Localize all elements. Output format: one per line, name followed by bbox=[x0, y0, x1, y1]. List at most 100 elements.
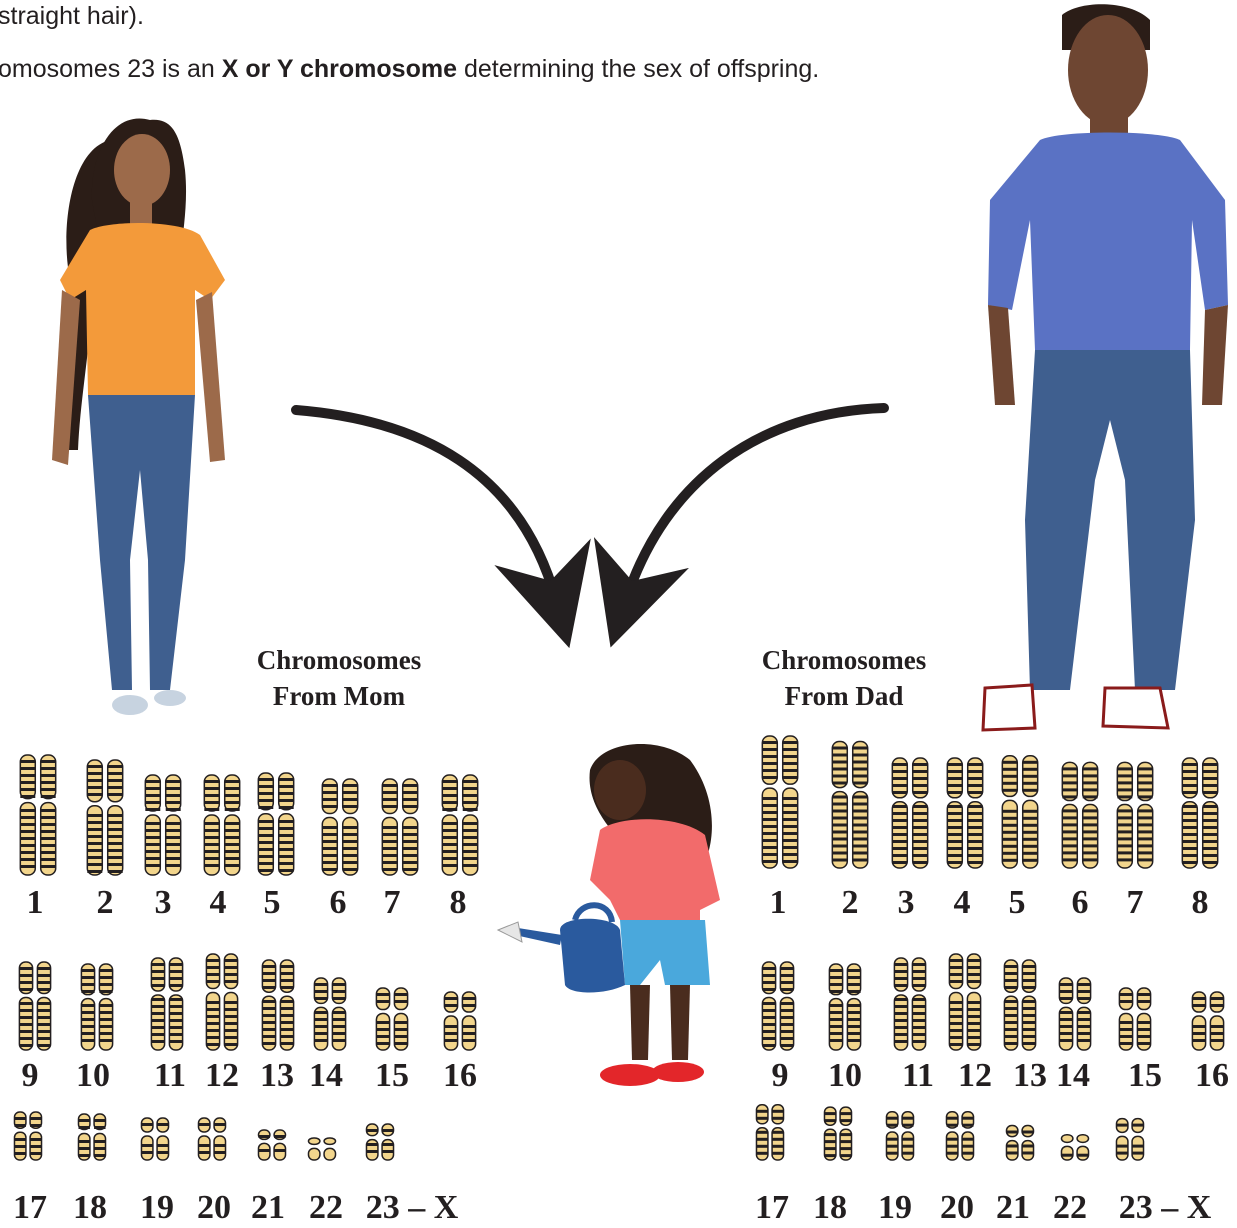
mom-chromosome-11 bbox=[151, 958, 182, 1050]
dad-chromosome-7 bbox=[1117, 762, 1152, 868]
dad-chromosome-set bbox=[756, 736, 1223, 1160]
dad-label-8: 8 bbox=[1192, 884, 1209, 921]
dad-chromosome-12 bbox=[949, 954, 980, 1050]
dad-label-10: 10 bbox=[828, 1057, 862, 1094]
mom-label-17: 17 bbox=[13, 1189, 47, 1226]
mom-chromosome-4 bbox=[204, 775, 239, 875]
mom-label-1: 1 bbox=[27, 884, 44, 921]
dad-chromosome-16 bbox=[1192, 992, 1223, 1050]
dad-chromosome-13 bbox=[1004, 960, 1035, 1050]
mom-label-3: 3 bbox=[155, 884, 172, 921]
mom-chromosome-15 bbox=[376, 988, 407, 1050]
dad-chromosome-5 bbox=[1002, 756, 1037, 868]
dad-label-4: 4 bbox=[954, 884, 971, 921]
mom-chromosome-7 bbox=[382, 779, 417, 875]
dad-chromosome-4 bbox=[947, 758, 982, 868]
mom-chromosome-19 bbox=[141, 1118, 168, 1160]
mom-label-20: 20 bbox=[197, 1189, 231, 1226]
dad-figure bbox=[983, 4, 1228, 730]
mom-label-16: 16 bbox=[443, 1057, 477, 1094]
mom-chromosome-1 bbox=[20, 755, 55, 875]
dad-label-5: 5 bbox=[1009, 884, 1026, 921]
dad-chromosome-21 bbox=[1006, 1126, 1033, 1161]
dad-chromosome-23 bbox=[1116, 1119, 1143, 1160]
mom-label-14: 14 bbox=[309, 1057, 343, 1094]
dad-label-13: 13 bbox=[1013, 1057, 1047, 1094]
mom-chromosome-9 bbox=[19, 962, 50, 1050]
mom-chromosome-22 bbox=[308, 1138, 335, 1160]
mom-chromosome-8 bbox=[442, 775, 477, 875]
mom-chromosome-17 bbox=[14, 1112, 41, 1160]
dad-label-16: 16 bbox=[1195, 1057, 1229, 1094]
dad-chromosome-15 bbox=[1119, 988, 1150, 1050]
mom-label-8: 8 bbox=[450, 884, 467, 921]
mom-chromosome-12 bbox=[206, 954, 237, 1050]
mom-chromosome-16 bbox=[444, 992, 475, 1050]
dad-chromosome-8 bbox=[1182, 758, 1217, 868]
mom-chromosome-10 bbox=[81, 964, 112, 1050]
dad-label-22: 22 bbox=[1053, 1189, 1087, 1226]
dad-chromosome-6 bbox=[1062, 762, 1097, 868]
dad-chromosome-20 bbox=[946, 1112, 973, 1160]
mom-label-13: 13 bbox=[260, 1057, 294, 1094]
dad-chromosome-2 bbox=[832, 742, 867, 869]
mom-label-21: 21 bbox=[251, 1189, 285, 1226]
mom-chromosome-5 bbox=[258, 773, 293, 875]
dad-chromosome-11 bbox=[894, 958, 925, 1050]
mom-label-18: 18 bbox=[73, 1189, 107, 1226]
mom-label-5: 5 bbox=[264, 884, 281, 921]
dad-label-11: 11 bbox=[902, 1057, 934, 1094]
dad-label-14: 14 bbox=[1056, 1057, 1090, 1094]
mom-chromosome-23 bbox=[366, 1124, 393, 1160]
dad-chromosome-9 bbox=[762, 962, 793, 1050]
mom-label-4: 4 bbox=[210, 884, 227, 921]
mom-label-10: 10 bbox=[76, 1057, 110, 1094]
mom-chromosome-18 bbox=[78, 1114, 105, 1160]
girl-figure bbox=[498, 744, 720, 1086]
arrow-from-mom bbox=[296, 410, 556, 600]
arrow-from-dad bbox=[626, 408, 884, 600]
mom-chromosome-6 bbox=[322, 779, 357, 875]
dad-label-1: 1 bbox=[770, 884, 787, 921]
mom-label-9: 9 bbox=[22, 1057, 39, 1094]
mom-chromosome-21 bbox=[258, 1130, 285, 1160]
mom-label-15: 15 bbox=[375, 1057, 409, 1094]
mom-label-23: 23 – X bbox=[366, 1189, 459, 1226]
mom-label-22: 22 bbox=[309, 1189, 343, 1226]
dad-chromosome-18 bbox=[824, 1107, 851, 1160]
dad-chromosome-22 bbox=[1061, 1135, 1088, 1160]
mom-label-2: 2 bbox=[97, 884, 114, 921]
mom-chromosome-14 bbox=[314, 978, 345, 1050]
dad-chromosome-19 bbox=[886, 1112, 913, 1160]
dad-label-15: 15 bbox=[1128, 1057, 1162, 1094]
dad-label-9: 9 bbox=[772, 1057, 789, 1094]
mom-chromosome-set bbox=[14, 755, 477, 1160]
dad-chromosome-labels: 1234567891011121314151617181920212223 – … bbox=[755, 884, 1229, 1226]
dad-label-7: 7 bbox=[1127, 884, 1144, 921]
dad-chromosome-14 bbox=[1059, 978, 1090, 1050]
dad-label-19: 19 bbox=[878, 1189, 912, 1226]
dad-heading: Chromosomes From Dad bbox=[730, 642, 958, 714]
dad-label-6: 6 bbox=[1072, 884, 1089, 921]
mom-label-6: 6 bbox=[330, 884, 347, 921]
mom-label-19: 19 bbox=[140, 1189, 174, 1226]
mom-label-12: 12 bbox=[205, 1057, 239, 1094]
dad-chromosome-10 bbox=[829, 964, 860, 1050]
mom-chromosome-labels: 1234567891011121314151617181920212223 – … bbox=[13, 884, 477, 1226]
dad-label-3: 3 bbox=[898, 884, 915, 921]
mom-chromosome-20 bbox=[198, 1118, 225, 1160]
mom-label-7: 7 bbox=[384, 884, 401, 921]
dad-chromosome-17 bbox=[756, 1105, 783, 1160]
mom-chromosome-2 bbox=[87, 760, 122, 875]
mom-heading: Chromosomes From Mom bbox=[225, 642, 453, 714]
dad-label-20: 20 bbox=[940, 1189, 974, 1226]
dad-chromosome-1 bbox=[762, 736, 797, 868]
dad-label-18: 18 bbox=[813, 1189, 847, 1226]
dad-label-17: 17 bbox=[755, 1189, 789, 1226]
mom-chromosome-13 bbox=[262, 960, 293, 1050]
dad-label-21: 21 bbox=[996, 1189, 1030, 1226]
watering-can-icon bbox=[498, 905, 625, 992]
mom-label-11: 11 bbox=[154, 1057, 186, 1094]
mom-figure bbox=[52, 118, 225, 715]
